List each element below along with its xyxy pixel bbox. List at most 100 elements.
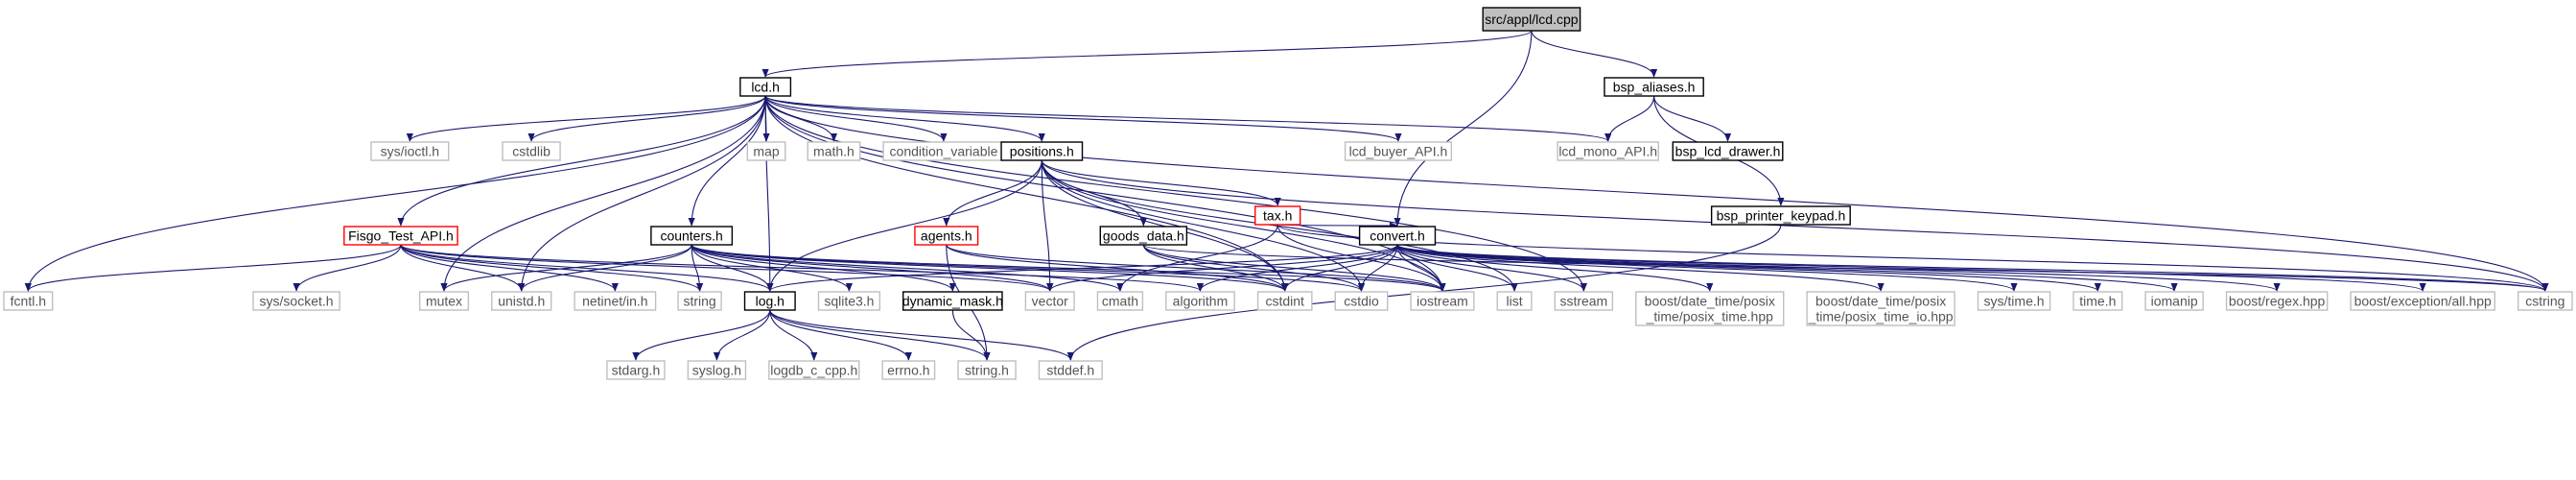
node-box bbox=[2144, 291, 2204, 311]
node-box bbox=[1977, 291, 2051, 311]
edge-lcd_h-to-cstring bbox=[764, 95, 2549, 292]
node-box bbox=[1554, 291, 1614, 311]
edge-counters-to-mutex bbox=[440, 244, 692, 292]
node-string: string bbox=[677, 291, 722, 311]
edge-agents-to-cstdint bbox=[946, 244, 1289, 292]
node-label: boost/exception/all.hpp bbox=[2354, 294, 2492, 309]
edge-fisgo-to-vector bbox=[400, 244, 1054, 292]
node-label: tax.h bbox=[1263, 208, 1292, 224]
node-box bbox=[1557, 141, 1659, 161]
edge-goods-to-iostream bbox=[1142, 244, 1446, 292]
node-string-h: string.h bbox=[957, 360, 1017, 380]
node-label: log.h bbox=[756, 294, 785, 309]
node-lcd-h[interactable]: lcd.h bbox=[739, 77, 792, 97]
node-label: _time/posix_time_io.hpp bbox=[1808, 309, 1954, 324]
edge-counters-to-iostream bbox=[691, 244, 1446, 292]
node-fcntl: fcntl.h bbox=[3, 291, 54, 311]
node-box bbox=[957, 360, 1017, 380]
node-algorithm: algorithm bbox=[1165, 291, 1235, 311]
node-box bbox=[252, 291, 340, 311]
edge-lcd_h-to-condvar bbox=[764, 95, 948, 142]
edge-convert-to-posix_time_io bbox=[1396, 244, 1885, 292]
edge-lcd_h-to-positions bbox=[764, 95, 1045, 142]
edge-fisgo-to-fcntl bbox=[24, 244, 402, 292]
node-log[interactable]: log.h bbox=[743, 291, 796, 311]
node-label: logdb_c_cpp.h bbox=[770, 363, 857, 378]
node-label: stddef.h bbox=[1046, 363, 1094, 378]
node-label: sys/socket.h bbox=[260, 294, 334, 309]
node-label: goods_data.h bbox=[1103, 228, 1184, 244]
edge-log-to-logdb bbox=[769, 309, 818, 361]
node-positions[interactable]: positions.h bbox=[1000, 141, 1084, 161]
edge-convert-to-vector bbox=[1046, 244, 1398, 292]
node-label: positions.h bbox=[1010, 144, 1074, 159]
edge-lcd_h-to-unistd bbox=[518, 95, 766, 292]
node-label: boost/regex.hpp bbox=[2229, 294, 2326, 309]
node-dynmask[interactable]: dynamic_mask.h bbox=[902, 291, 1003, 311]
edge-convert-to-iostream bbox=[1396, 244, 1446, 292]
edge-convert-to-time_h bbox=[1396, 244, 2101, 292]
edge-log-to-syslog bbox=[713, 309, 771, 361]
node-logdb: logdb_c_cpp.h bbox=[768, 360, 860, 380]
edge-lcd_cpp-to-bsp_aliases bbox=[1531, 30, 1658, 78]
edge-fisgo-to-string bbox=[400, 244, 704, 292]
edge-lcd_h-to-lcd_mono bbox=[764, 95, 1611, 142]
edge-convert-to-cstdint bbox=[1281, 244, 1398, 292]
node-goods[interactable]: goods_data.h bbox=[1099, 226, 1188, 246]
node-box bbox=[1604, 77, 1704, 97]
node-syslog: syslog.h bbox=[687, 360, 747, 380]
node-stddef: stddef.h bbox=[1038, 360, 1103, 380]
edge-dynmask-to-string_h bbox=[951, 309, 991, 361]
node-box bbox=[502, 141, 561, 161]
node-posix-time: boost/date_time/posix_time/posix_time.hp… bbox=[1635, 291, 1785, 326]
node-label: netinet/in.h bbox=[582, 294, 648, 309]
node-box bbox=[3, 291, 54, 311]
node-cstdint: cstdint bbox=[1256, 291, 1313, 311]
edge-counters-to-dynmask bbox=[691, 244, 956, 292]
node-convert[interactable]: convert.h bbox=[1358, 226, 1437, 246]
node-iostream: iostream bbox=[1410, 291, 1475, 311]
node-label: sqlite3.h bbox=[824, 294, 874, 309]
node-lcd-mono: lcd_mono_API.h bbox=[1557, 141, 1659, 161]
node-tax[interactable]: tax.h bbox=[1254, 205, 1301, 226]
node-label: errno.h bbox=[887, 363, 929, 378]
node-regex: boost/regex.hpp bbox=[2225, 291, 2329, 311]
node-bsp-lcd[interactable]: bsp_lcd_drawer.h bbox=[1672, 141, 1784, 161]
node-label: map bbox=[753, 144, 779, 159]
node-label: cstring bbox=[2525, 294, 2564, 309]
node-agents[interactable]: agents.h bbox=[914, 226, 979, 246]
edge-fisgo-to-algorithm bbox=[400, 244, 1204, 292]
node-label: string.h bbox=[965, 363, 1009, 378]
node-netinet: netinet/in.h bbox=[574, 291, 657, 311]
node-bsp-printer[interactable]: bsp_printer_keypad.h bbox=[1710, 205, 1851, 226]
node-box bbox=[606, 360, 666, 380]
node-fisgo[interactable]: Fisgo_Test_API.h bbox=[343, 226, 458, 246]
node-cstdlib: cstdlib bbox=[502, 141, 561, 161]
node-label: fcntl.h bbox=[11, 294, 46, 309]
edge-positions-to-iostream bbox=[1041, 159, 1446, 292]
node-box bbox=[807, 141, 861, 161]
node-box bbox=[1344, 141, 1453, 161]
node-vector: vector bbox=[1024, 291, 1075, 311]
edge-fisgo-to-unistd bbox=[400, 244, 526, 292]
node-box bbox=[343, 226, 458, 246]
node-lcd-cpp[interactable]: src/appl/lcd.cpp bbox=[1482, 7, 1581, 32]
node-box bbox=[1334, 291, 1389, 311]
edge-convert-to-log bbox=[766, 244, 1398, 292]
node-iomanip: iomanip bbox=[2144, 291, 2204, 311]
edge-convert-to-exception bbox=[1396, 244, 2426, 292]
node-cmath: cmath bbox=[1096, 291, 1144, 311]
edge-fisgo-to-log bbox=[400, 244, 774, 292]
node-exception: boost/exception/all.hpp bbox=[2350, 291, 2495, 311]
node-label: lcd_mono_API.h bbox=[1558, 144, 1657, 159]
node-label: bsp_printer_keypad.h bbox=[1717, 208, 1846, 224]
node-box bbox=[902, 291, 1003, 311]
edge-log-to-stddef bbox=[769, 309, 1074, 361]
node-box bbox=[1496, 291, 1533, 311]
node-box bbox=[2350, 291, 2495, 311]
node-list: list bbox=[1496, 291, 1533, 311]
edge-log-to-stdarg bbox=[632, 309, 771, 361]
node-bsp-aliases[interactable]: bsp_aliases.h bbox=[1604, 77, 1704, 97]
edge-lcd_h-to-cstdlib bbox=[527, 95, 766, 142]
node-counters[interactable]: counters.h bbox=[650, 226, 734, 246]
